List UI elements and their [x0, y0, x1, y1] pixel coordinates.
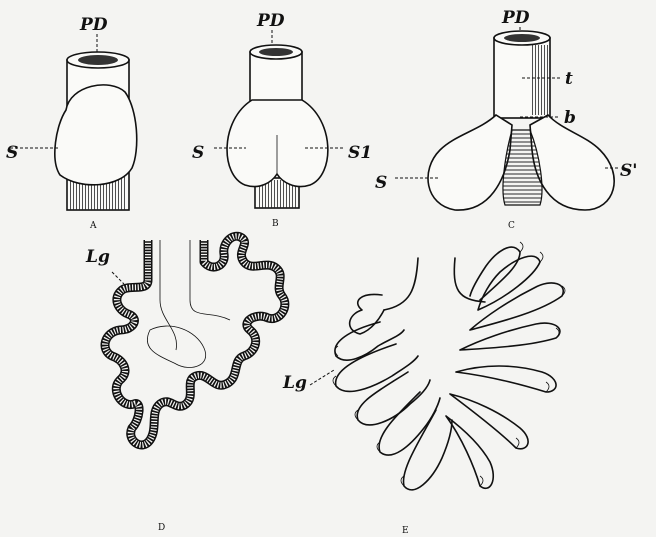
panel-b-bilobed-sac [227, 100, 328, 187]
panel-b-s-label: S [192, 143, 204, 163]
panel-b: PD S S1 B [192, 11, 372, 229]
panel-d-tubule-wall [105, 236, 285, 445]
panel-e-main-duct [384, 258, 485, 310]
panel-e-lobule [357, 372, 430, 425]
panel-e-scallops-left [333, 346, 404, 486]
panel-c-trachea-shading [530, 45, 548, 115]
panel-a-s-label: S [6, 143, 18, 163]
panel-c-caption: C [508, 221, 515, 231]
panel-a-lumen [78, 55, 118, 65]
panel-a: PD S A [6, 15, 137, 231]
panel-c: PD t b S S' C [375, 8, 637, 231]
panel-c-pd-label: PD [501, 8, 530, 28]
panel-a-caption: A [89, 221, 97, 231]
panel-d: Lg D [85, 236, 285, 533]
panel-e-caption: E [402, 526, 409, 536]
panel-e-lobule [336, 344, 418, 391]
panel-b-lumen [259, 48, 293, 56]
panel-e-lobule [470, 247, 520, 300]
panel-c-left-lung-bud [428, 115, 512, 210]
panel-d-inner-lumen-left [160, 240, 177, 350]
panel-d-lg-leader [112, 272, 124, 284]
panel-e: Lg E [282, 242, 565, 536]
panel-e-lg-label: Lg [282, 373, 307, 393]
panel-b-pd-label: PD [256, 11, 285, 31]
panel-d-lg-label: Lg [85, 247, 110, 267]
panel-c-t-label: t [565, 69, 573, 89]
panel-c-s-prime-label: S' [620, 161, 637, 181]
panel-c-lumen [504, 34, 540, 42]
panel-a-pd-label: PD [79, 15, 108, 35]
panel-e-lg-leader [310, 370, 334, 385]
panel-c-s-label: S [375, 173, 387, 193]
panel-e-lobule [460, 323, 560, 350]
panel-e-lobule [446, 416, 493, 488]
panel-b-caption: B [272, 219, 279, 229]
panel-d-caption: D [158, 523, 165, 533]
panel-c-right-lung-bud [530, 115, 614, 210]
panel-c-b-label: b [564, 108, 576, 128]
panel-e-lobule [456, 366, 556, 392]
panel-e-lobule [350, 294, 384, 334]
panel-e-lobule [379, 392, 440, 455]
panel-b-s1-label: S1 [348, 143, 372, 163]
